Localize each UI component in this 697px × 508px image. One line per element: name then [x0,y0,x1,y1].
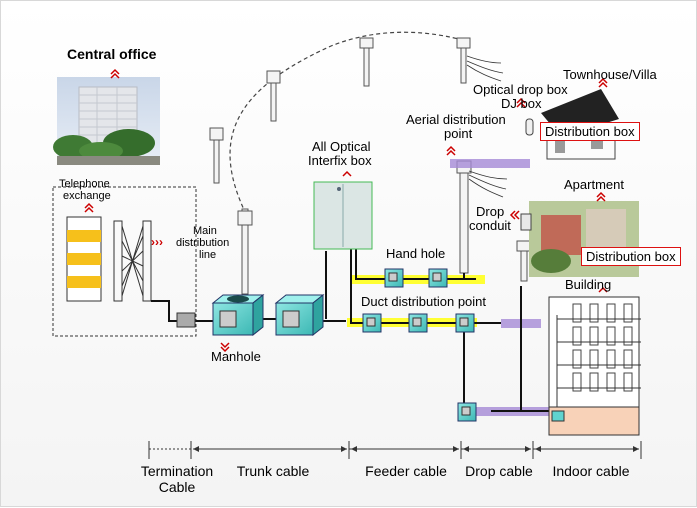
hand-hole-cubes [362,268,477,422]
interfix-box [313,181,373,250]
distribution-box-apartment-label: Distribution box [581,247,681,266]
building-label: Building [565,277,611,292]
dj-box-label: DJ box [501,96,542,111]
main-distribution-arrow: ››› [151,235,163,249]
telephone-exchange-label-2: exchange [63,190,111,202]
aerial-distribution-label-1: Aerial distribution [406,112,506,127]
indoor-cable-label: Indoor cable [552,463,630,479]
manhole-cubes [211,293,325,337]
hand-hole-label: Hand hole [386,246,445,261]
aerial-distribution-label-2: point [444,126,473,141]
interfix-label-1: All Optical [312,139,371,154]
feeder-cable-label: Feeder cable [365,463,447,479]
drop-conduit-label-2: conduit [469,218,511,233]
cable-timeline [148,441,642,459]
duct-distribution-label: Duct distribution point [361,294,486,309]
main-distribution-label-3: line [199,249,216,261]
termination-box [176,312,196,328]
distribution-box-townhouse-label: Distribution box [540,122,640,141]
central-office-label: Central office [67,46,157,62]
caret-arrows [84,68,608,353]
main-distribution-label-1: Main [193,225,217,237]
exchange-rack [66,216,102,302]
apartment-label: Apartment [564,177,624,192]
main-distribution-label-2: distribution [176,237,229,249]
optical-drop-box-label: Optical drop box [473,82,568,97]
telephone-exchange-label-1: Telephone [59,178,110,190]
drop-conduit-label-1: Drop [476,204,504,219]
trunk-cable-label: Trunk cable [236,463,310,479]
cube-windows [366,272,471,416]
termination-label-line-2: Cable [158,479,196,495]
townhouse-label: Townhouse/Villa [563,67,657,82]
building-illustration [548,296,641,436]
drop-wires [466,55,508,198]
timeline-arrowheads [193,446,639,452]
interfix-label-2: Interfix box [308,153,372,168]
distribution-frame [113,220,152,302]
exchange-boundary [52,186,197,337]
termination-label-line-1: Termination [140,463,214,479]
drop-cable-label: Drop cable [465,463,533,479]
central-office-photo [53,77,160,165]
aerial-cable [229,31,467,215]
manhole-label: Manhole [211,349,261,364]
cable-network [151,247,549,412]
termination-cable-label: Termination Cable [129,463,225,495]
